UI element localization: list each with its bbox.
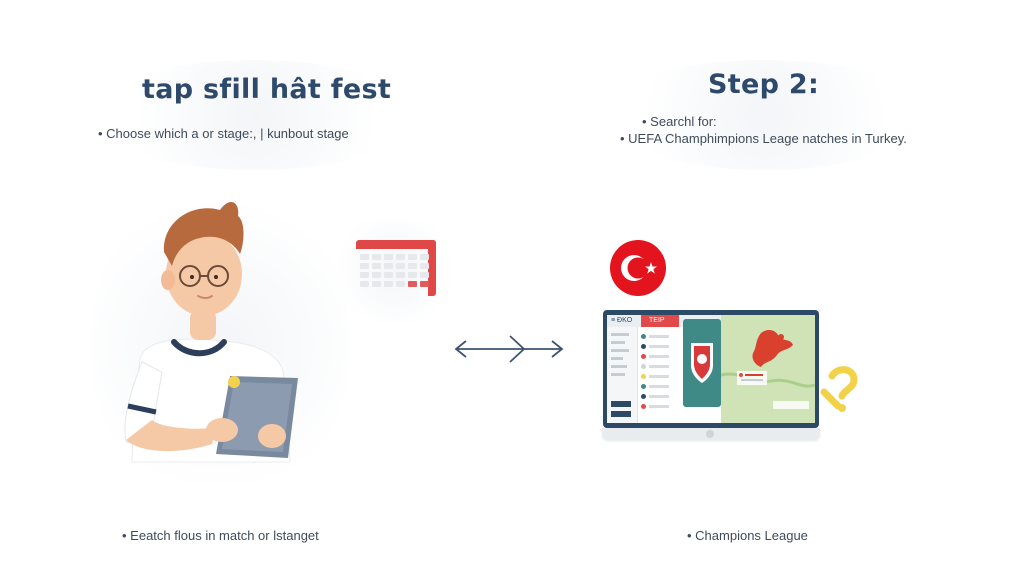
step1-title: tap sfill hât fest <box>142 74 392 105</box>
title-glow-right <box>600 60 930 170</box>
laptop-tab-active[interactable]: TΕΙΡ <box>641 315 679 327</box>
laptop-screen: ≡ ÐKO TΕΙΡ <box>603 310 819 428</box>
step2-bullet-query: • UEFA Champhimpions Leage natches in Tu… <box>620 131 907 146</box>
laptop-tab-home[interactable]: ≡ ÐKO <box>611 317 633 324</box>
laptop-map <box>720 315 815 423</box>
laptop-base <box>602 428 820 440</box>
step1-bullet: • Choose which a or stage:, | kunbout st… <box>98 126 349 141</box>
step2-bullet-search: • Searchl for: <box>642 114 717 129</box>
person-with-tablet-icon <box>124 202 298 463</box>
step2-title: Step 2: <box>708 69 820 100</box>
turkey-flag-icon <box>610 240 666 296</box>
laptop-sidebar <box>607 327 638 423</box>
laptop-match-list <box>641 331 677 411</box>
calendar-icon <box>356 240 436 296</box>
title-glow-left <box>90 60 420 170</box>
double-arrow-icon <box>454 335 564 363</box>
step1-bottom-bullet: • Eeatch flous in match or lstanget <box>122 528 319 543</box>
step2-bottom-bullet: • Champions League <box>687 528 808 543</box>
calendar-glow <box>330 215 460 325</box>
yellow-question-icon <box>820 366 858 412</box>
laptop-club-panel <box>683 319 721 407</box>
